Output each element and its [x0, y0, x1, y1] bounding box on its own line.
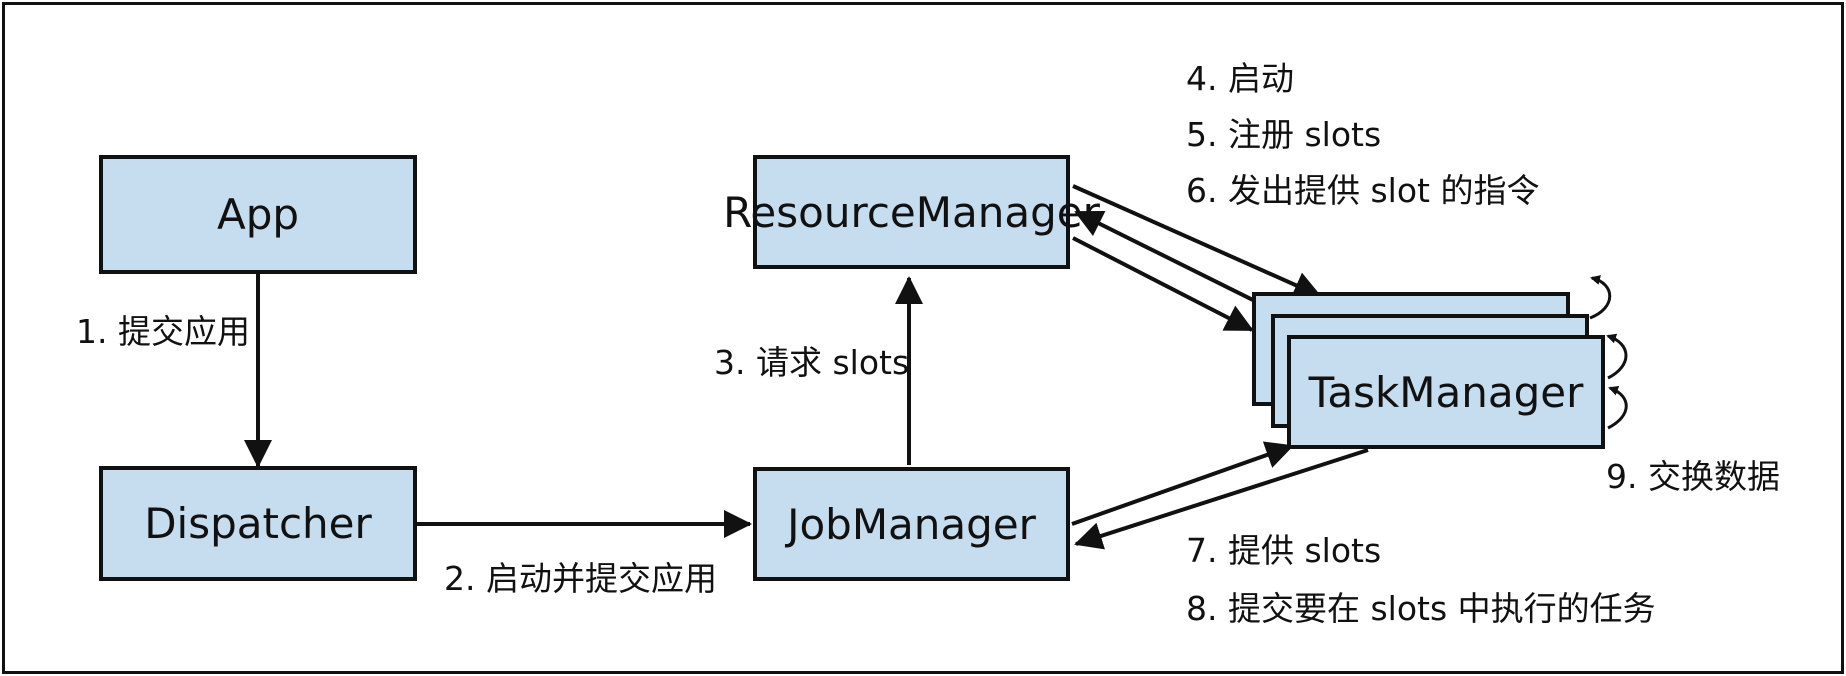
arrow-taskmanager-to-jobmanager-provide: [1074, 448, 1369, 550]
edge-label-8: 8. 提交要在 slots 中执行的任务: [1186, 589, 1656, 628]
edge-label-9: 9. 交换数据: [1606, 457, 1780, 496]
node-resourcemanager-label: ResourceManager: [723, 187, 1100, 237]
node-dispatcher-label: Dispatcher: [144, 499, 372, 548]
node-resourcemanager: ResourceManager: [723, 155, 1100, 269]
edge-label-1: 1. 提交应用: [76, 312, 250, 351]
edge-label-3: 3. 请求 slots: [714, 343, 910, 382]
node-jobmanager: JobManager: [753, 467, 1070, 581]
edge-label-5: 5. 注册 slots: [1186, 115, 1382, 154]
edge-label-4: 4. 启动: [1186, 59, 1294, 98]
edge-label-7: 7. 提供 slots: [1186, 531, 1382, 570]
node-dispatcher: Dispatcher: [99, 466, 417, 581]
node-jobmanager-label: JobManager: [787, 499, 1036, 549]
arrow-taskmanager-exchange-1: [1589, 275, 1612, 320]
arrow-resourcemanager-to-taskmanager-start: [1072, 184, 1322, 299]
node-taskmanager: TaskManager: [1287, 335, 1605, 449]
node-app: App: [99, 155, 417, 274]
edge-label-2: 2. 启动并提交应用: [444, 559, 717, 598]
arrow-resourcemanager-to-taskmanager-offer: [1072, 236, 1254, 332]
arrow-taskmanager-exchange-3: [1607, 386, 1628, 430]
arrow-taskmanager-to-resourcemanager-register: [1074, 210, 1286, 318]
edge-label-6: 6. 发出提供 slot 的指令: [1186, 171, 1540, 210]
node-taskmanager-label: TaskManager: [1308, 367, 1584, 417]
node-app-label: App: [216, 190, 300, 239]
arrow-taskmanager-exchange-2: [1606, 333, 1628, 380]
arrow-jobmanager-to-taskmanager-submit: [1071, 441, 1294, 526]
